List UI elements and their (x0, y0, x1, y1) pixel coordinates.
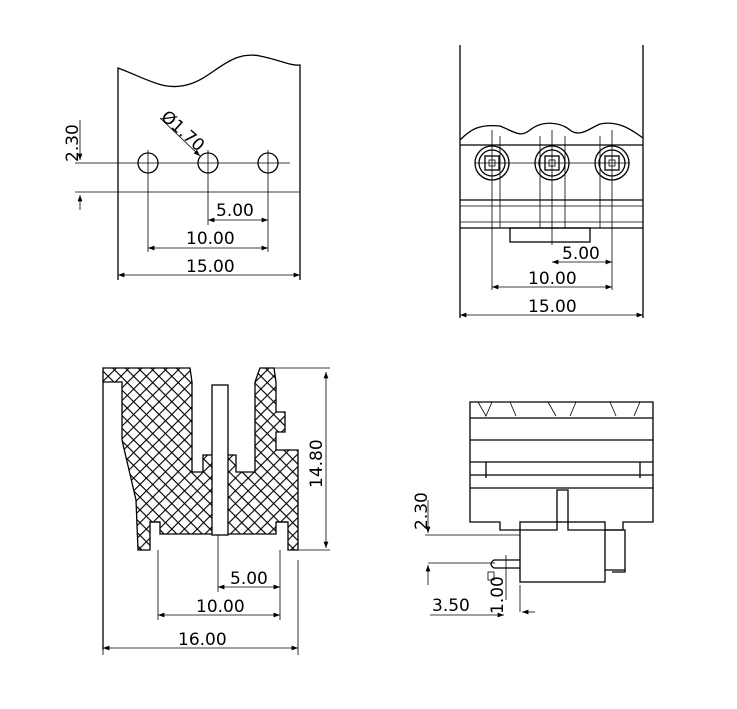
dim-height: 14.80 (307, 439, 327, 488)
dim-width: 15.00 (186, 257, 235, 277)
view-front: 5.00 10.00 15.00 (459, 45, 644, 318)
dim-two-pitch: 10.00 (186, 229, 235, 249)
view-side: 2.30 1.00 3.50 (412, 401, 654, 618)
dim-offset: 2.30 (63, 124, 83, 162)
dim-width: 16.00 (178, 630, 227, 650)
dim-hole-diameter: Ø1.70 (157, 107, 208, 156)
dim-two-pitch: 10.00 (528, 269, 577, 289)
dim-offset: 2.30 (412, 492, 432, 530)
housing-section (102, 367, 299, 551)
dim-width: 15.00 (528, 297, 577, 317)
pin (211, 384, 229, 536)
dim-pitch: 5.00 (216, 201, 254, 221)
pin-block (519, 521, 606, 583)
dim-two-pitch: 10.00 (196, 597, 245, 617)
board-outline (117, 54, 301, 280)
dim-pin-height: 1.00 (488, 576, 508, 614)
dim-pitch: 5.00 (562, 244, 600, 264)
dim-pin-length: 3.50 (432, 596, 470, 616)
dim-pitch: 5.00 (230, 569, 268, 589)
view-section: 14.80 5.00 10.00 16.00 (102, 367, 330, 655)
view-pcb-footprint: 2.30 Ø1.70 5.00 10.00 15.00 (63, 54, 301, 280)
